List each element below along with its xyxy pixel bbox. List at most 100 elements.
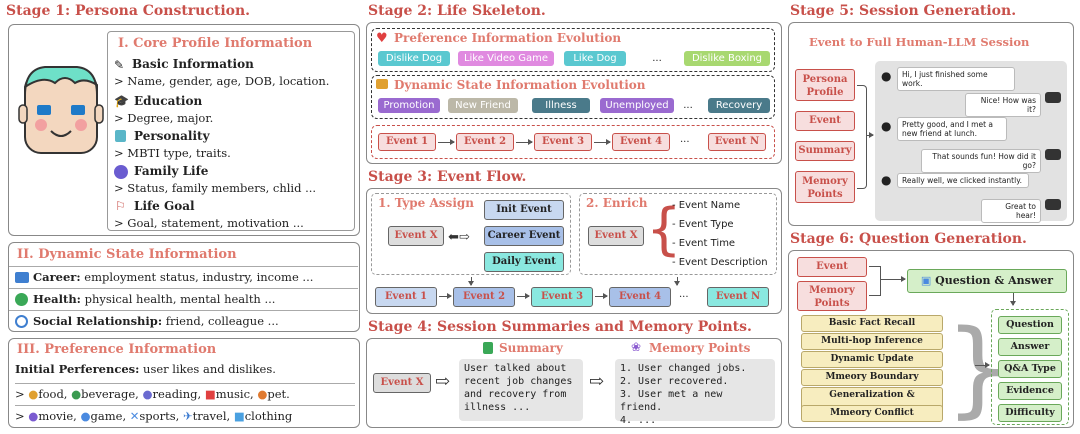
qtype-memory-conflict: Mmeory Conflict [801,405,943,422]
type-daily-event: Daily Event [484,252,564,272]
input-persona-profile: Persona Profile [795,69,855,101]
session-header: Event to Full Human-LLM Session [809,35,1030,49]
flow-event-n: Event N [707,287,769,307]
result-evidence: Evidence [998,382,1062,400]
qtype-memory-boundary: Mmeory Boundary [801,369,943,386]
q-input-memory-points: Memory Points [797,281,867,311]
event-chain-box: Event 1 Event 2 Event 3 Event 4 ... Even… [371,125,775,159]
skeleton-event-1: Event 1 [378,133,436,151]
session-summary-panel: Event X ⇨ Summary User talked about rece… [366,338,782,428]
user-avatar-icon: ● [881,173,892,187]
dyn-pill-1: Promotion [378,98,440,113]
pref-line-1: > ●food, ●beverage, ●reading, ■music, ●p… [15,383,355,401]
flow-event-ellipsis: ... [679,289,689,300]
initial-pref-line: Initial Perferences: user likes and disl… [15,362,276,376]
preference-title: III. Preference Information [17,342,217,357]
social-icon [15,315,28,328]
result-difficulty: Difficulty [998,404,1062,422]
personality-icon [115,130,126,142]
input-event: Event [795,111,855,131]
health-line: Health: physical health, mental health .… [33,292,275,306]
skeleton-event-2: Event 2 [456,133,514,151]
pref-line-2: > ●movie, ●game, ✕sports, ✈travel, ■clot… [15,405,355,423]
pref-evolution-title: Preference Information Evolution [394,31,622,45]
pref-pill-4: Dislike Boxing [684,51,770,66]
qtype-basic-fact-recall: Basic Fact Recall [801,315,943,332]
basic-info-text: > Name, gender, age, DOB, location. [114,74,330,88]
brace-icon: { [646,197,682,262]
type-init-event: Init Event [484,200,564,220]
user-avatar-icon: ● [881,69,892,83]
dyn-pill-2: New Friend [448,98,518,113]
personality-label: Personality [134,129,210,143]
stage5-title: Stage 5: Session Generation. [790,3,1017,19]
memory-points-title: Memory Points [649,341,751,355]
pref-evolution-box: ♥ Preference Information Evolution Disli… [371,28,775,72]
pref-pill-2: Like Video Game [458,51,554,66]
skeleton-event-3: Event 3 [534,133,592,151]
type-assign-box: 1. Type Assign Event X ⬅⇨ Init Event Car… [371,193,571,275]
dyn-evolution-box: Dynamic State Information Evolution Prom… [371,75,775,119]
core-profile-box: I. Core Profile Information ✎ Basic Info… [107,31,355,231]
life-goal-text: > Goal, statement, motivation ... [114,216,304,230]
education-text: > Degree, major. [114,111,214,125]
dynamic-state-title: II. Dynamic State Information [17,247,237,262]
result-qa-type: Q&A Type [998,360,1062,378]
right-arrow-icon: ⇨ [435,371,451,392]
event-flow-panel: 1. Type Assign Event X ⬅⇨ Init Event Car… [366,188,782,314]
family-life-text: > Status, family members, chlid ... [114,181,317,195]
bidirectional-arrow-icon: ⬅⇨ [448,230,470,245]
memory-points-box: 1. User changed jobs. 2. User recovered.… [615,359,775,426]
chat-msg-3: Pretty good, and I met a new friend at l… [897,117,1007,141]
dyn-pill-5: Recovery [708,98,770,113]
personality-text: > MBTI type, traits. [114,146,231,160]
summary-text-box: User talked about recent job changes and… [459,359,583,421]
chat-msg-6: Great to hear! [981,199,1041,223]
persona-avatar-icon [18,66,104,154]
input-memory-points: Memory Points [795,171,855,203]
stage6-title: Stage 6: Question Generation. [790,231,1027,247]
food-icon: ● [28,387,39,401]
chat-window: ● Hi, I just finished some work. Nice! H… [875,61,1067,223]
qa-box: ▣ Question & Answer [907,269,1067,293]
social-label: Social Relationship: [33,314,163,328]
type-career-event: Career Event [484,226,564,246]
chat-msg-4: That sounds fun! How did it go? [921,149,1041,173]
home-icon [114,165,128,179]
briefcase-icon [15,272,29,283]
results-box: Question Answer Q&A Type Evidence Diffic… [991,309,1069,425]
skeleton-event-n: Event N [708,133,766,151]
heart-icon: ♥ [376,31,388,46]
health-text: physical health, mental health ... [84,292,276,306]
graduation-cap-icon: 🎓 [114,94,129,108]
field-event-time: - Event Time [672,238,736,249]
initial-pref-label: Initial Perferences: [15,362,140,376]
qtype-dynamic-update: Dynamic Update [801,351,943,368]
enrich-event-x-box: Event X [588,226,644,246]
core-profile-title: I. Core Profile Information [118,36,313,51]
right-arrow-icon-2: ⇨ [589,371,605,392]
brain-icon: ❀ [631,340,642,354]
flow-event-3: Event 3 [531,287,593,307]
briefcase-icon [376,79,388,89]
stage4-title: Stage 4: Session Summaries and Memory Po… [368,319,752,335]
family-life-label: Family Life [134,164,209,178]
health-shield-icon [15,293,28,306]
basic-info-label: Basic Information [132,57,254,71]
q-input-event: Event [797,257,867,277]
stage2-title: Stage 2: Life Skeleton. [368,3,546,19]
robot-icon [1045,149,1061,160]
flow-event-2: Event 2 [453,287,515,307]
skeleton-event-ellipsis: ... [680,134,690,145]
summary-title: Summary [499,341,563,355]
flow-event-4: Event 4 [609,287,671,307]
skeleton-event-4: Event 4 [612,133,670,151]
music-icon: ■ [204,387,216,401]
dyn-pill-3: Illness [532,98,590,113]
robot-icon [1045,199,1061,210]
chat-msg-1: Hi, I just finished some work. [897,67,1015,91]
initial-pref-text: user likes and dislikes. [143,362,276,376]
result-question: Question [998,316,1062,334]
travel-icon: ✈ [182,409,193,423]
career-text: employment status, industry, income ... [84,270,314,284]
